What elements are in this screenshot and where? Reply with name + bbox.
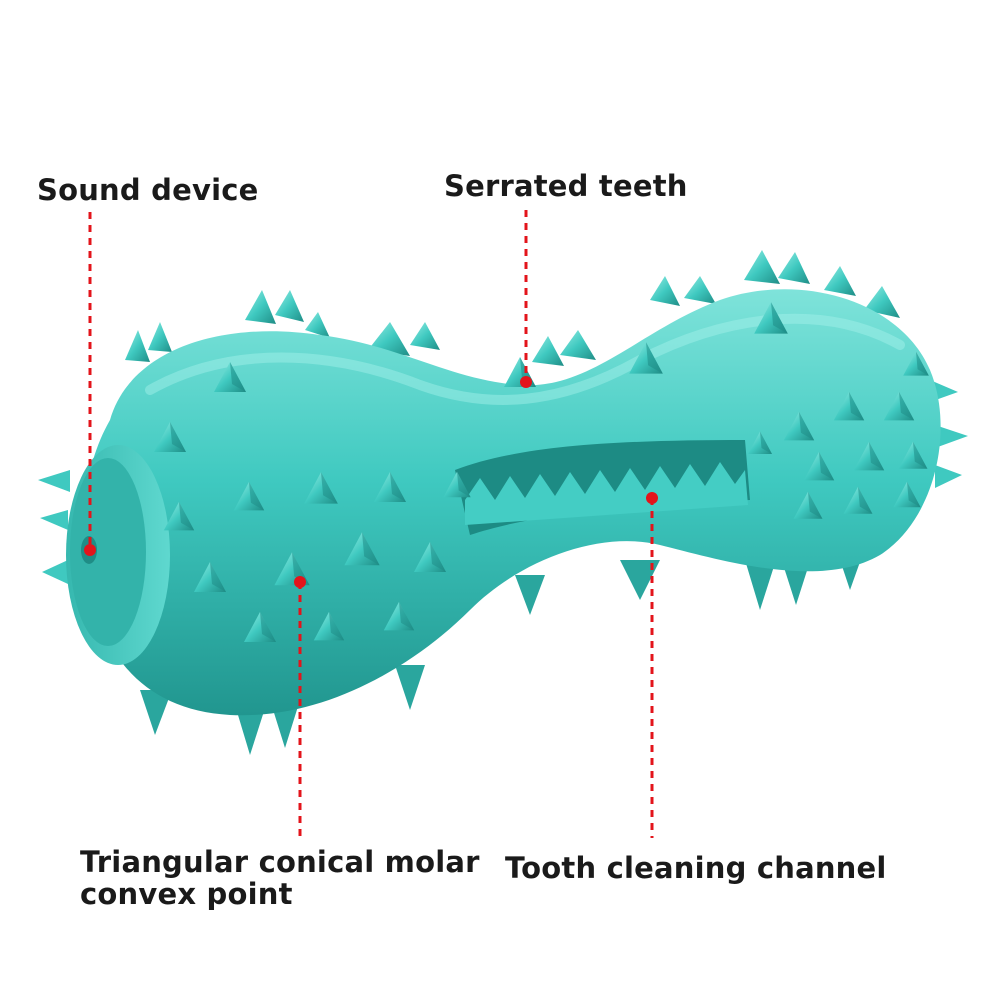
pointers (88, 210, 654, 838)
label-molar-line-1: Triangular conical molar (80, 845, 480, 879)
label-molar-point: Triangular conical molar convex point (80, 846, 480, 910)
serrated-ridge (465, 462, 748, 525)
pointer-dot-molar-point (294, 576, 306, 588)
label-sound-device: Sound device (37, 173, 259, 207)
pointer-dot-serrated-teeth (520, 376, 532, 388)
pointer-dots (84, 376, 658, 588)
left-end-spikes (38, 470, 70, 584)
label-molar-line-2: convex point (80, 877, 293, 911)
pointer-dot-sound-device (84, 544, 96, 556)
label-serrated-teeth: Serrated teeth (444, 169, 688, 203)
label-tooth-channel: Tooth cleaning channel (505, 851, 887, 885)
pointer-dot-tooth-channel (646, 492, 658, 504)
